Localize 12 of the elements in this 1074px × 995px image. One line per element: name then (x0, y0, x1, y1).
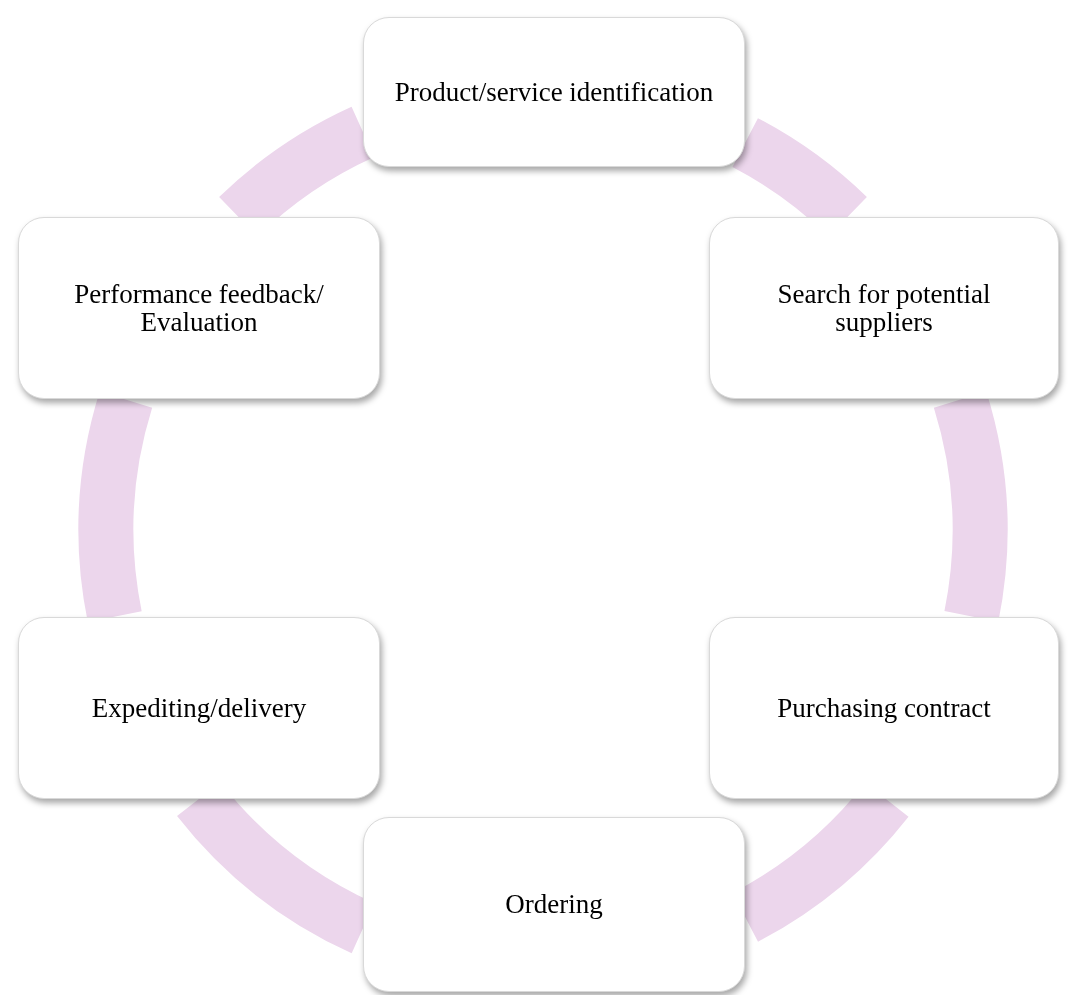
step-label: Product/service identification (394, 77, 714, 107)
step-box (18, 617, 380, 799)
step-label: Ordering (505, 890, 603, 919)
step-box (709, 217, 1059, 399)
step-box (709, 617, 1059, 799)
step-label: Expediting/delivery (91, 693, 307, 723)
step-box (18, 217, 380, 399)
step-box (363, 817, 745, 992)
step-label: Performance feedback/ Evaluation (73, 279, 325, 337)
step-label: Search for potential suppliers (776, 279, 992, 337)
step-box (363, 17, 745, 167)
step-label: Purchasing contract (777, 693, 991, 723)
